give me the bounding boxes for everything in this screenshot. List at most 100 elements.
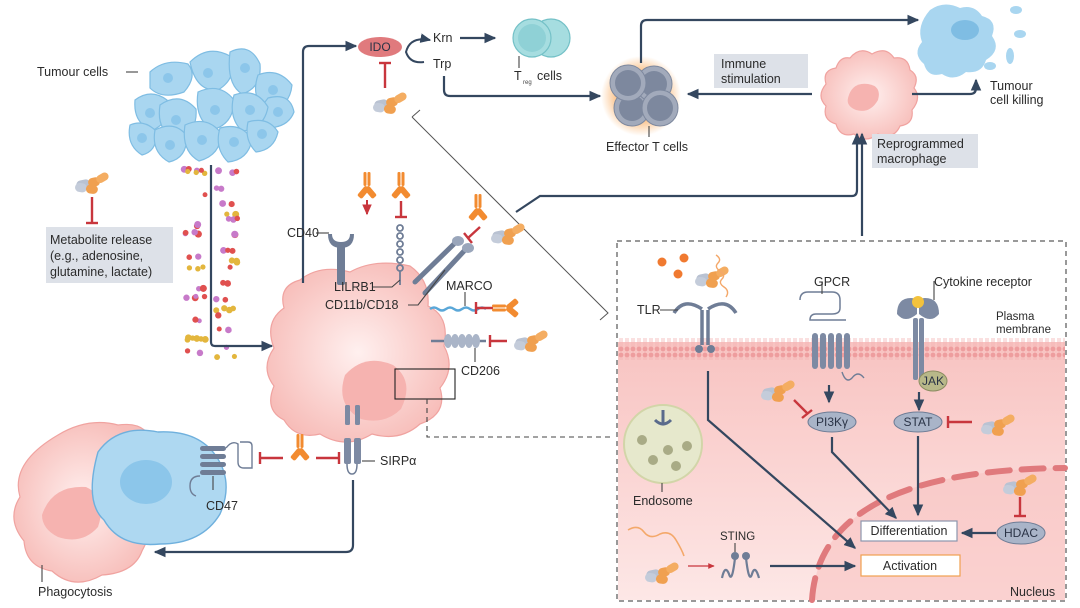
immune-stimulation-line1: Immune	[721, 57, 766, 71]
reprogrammed-macrophage-line2: macrophage	[877, 152, 947, 166]
metabolite-dot	[225, 216, 232, 222]
tumour-killing-line2: cell killing	[990, 93, 1044, 107]
metabolite-release-box	[46, 227, 173, 283]
metabolite-dot	[230, 305, 236, 312]
reprogrammed-macrophage-box	[872, 134, 978, 168]
metabolite-dot	[219, 200, 227, 207]
metabolite-dot	[185, 169, 191, 175]
metabolite-dot	[224, 211, 230, 217]
drug-capsule-icon	[490, 222, 527, 246]
lilrb1-label: LILRB1	[334, 280, 376, 294]
cytokine-receptor	[897, 298, 939, 380]
metabolite-dot	[224, 280, 232, 287]
jak-node	[918, 370, 948, 392]
zoom-inset-box	[394, 368, 456, 400]
immune-stimulation-box	[714, 54, 808, 88]
cd47-receptor	[200, 446, 226, 475]
immune-stimulation-line2: stimulation	[721, 72, 781, 86]
krn-label: Krn	[433, 31, 453, 45]
antibody-icon	[492, 297, 520, 319]
activation-label: Activation	[883, 559, 937, 573]
antibody-icon	[356, 172, 378, 200]
dying-tumour-cell	[917, 4, 1026, 78]
metabolite-dot	[193, 169, 199, 176]
hdac-node	[996, 521, 1046, 545]
sirpa-loop	[346, 463, 358, 475]
drug-capsule-icon	[694, 265, 731, 289]
macrophage-to-killing-arrow	[912, 78, 982, 96]
tumour-cells-label: Tumour cells	[37, 65, 108, 79]
metabolite-dot	[198, 167, 204, 173]
pi3kg-node	[807, 411, 857, 433]
drug-capsule-icon	[513, 329, 550, 353]
cytokine-ligand-icon	[912, 296, 924, 308]
metabolite-dot	[220, 279, 226, 286]
metabolite-dot	[193, 293, 199, 299]
metabolite-dot	[231, 230, 239, 238]
dna-strand-icon	[627, 526, 685, 557]
zoom-inset-connector	[426, 399, 612, 438]
treg-t-label: T	[514, 69, 522, 83]
endosome-vesicles	[637, 435, 692, 471]
metabolite-dot	[195, 253, 202, 260]
metabolite-flow-arrow	[209, 165, 274, 352]
gpcr-loop	[799, 291, 846, 321]
metabolite-dot	[192, 316, 199, 323]
metabolite-dots	[180, 165, 241, 360]
metabolite-dot	[221, 305, 228, 312]
sting-receptor	[720, 552, 761, 579]
cd11b-cd18-leader	[408, 269, 446, 306]
jak-label: JAK	[922, 374, 944, 388]
sirpa-label: SIRPα	[380, 454, 416, 468]
zoom-wedge-tip	[411, 109, 421, 118]
stat-node	[893, 411, 943, 433]
tlr-tir-domain	[707, 345, 715, 353]
plasma-membrane-line2: membrane	[996, 324, 1051, 336]
metabolite-dot	[193, 335, 201, 342]
zoom-wedge-line	[411, 116, 609, 321]
inhibition-line	[467, 226, 481, 239]
metabolite-dot	[216, 326, 222, 332]
sting-label: STING	[720, 531, 755, 543]
metabolite-dot	[213, 185, 220, 191]
effector-to-killing-arrow	[639, 14, 920, 63]
tlr-to-activation-arrow	[706, 371, 856, 549]
macrophage-to-ido-arrow	[301, 40, 358, 283]
metabolite-dot	[182, 229, 189, 236]
tlr-tir-domain	[695, 345, 703, 353]
metabolite-dot	[183, 294, 190, 301]
cd11b-cd18-label: CD11b/CD18	[325, 298, 398, 312]
metabolite-dot	[200, 264, 206, 270]
effector-t-label: Effector T cells	[606, 140, 688, 154]
gpcr-label: GPCR	[814, 275, 850, 289]
cd206-receptor	[444, 334, 480, 348]
metabolite-dot	[218, 185, 225, 192]
pi3k-to-differentiation-arrow	[830, 437, 897, 519]
lilrb1-leader	[372, 279, 401, 288]
metabolite-release-line3: glutamine, lactate)	[50, 265, 152, 279]
marco-label: MARCO	[446, 279, 493, 293]
metabolite-dot	[228, 201, 235, 208]
endosome-label: Endosome	[633, 494, 693, 508]
metabolite-dot	[195, 266, 201, 272]
tlr-receptor	[672, 302, 738, 345]
cd47-tail	[189, 475, 201, 497]
stat-label: STAT	[904, 415, 934, 429]
phagocytic-macrophage-nucleus	[42, 486, 102, 540]
metabolite-dot	[213, 295, 220, 303]
endosome	[623, 404, 703, 484]
marco-receptor	[429, 306, 487, 312]
phagocytosis-arrow	[153, 480, 355, 558]
metabolite-dot	[186, 254, 193, 260]
reprogrammed-macrophage-line1: Reprogrammed	[877, 137, 964, 151]
sirpa-receptor	[344, 405, 361, 464]
metabolite-dot	[231, 353, 238, 359]
trp-to-effector-arrow	[442, 76, 602, 102]
ido-node	[358, 37, 402, 57]
endosomal-tlr	[653, 410, 673, 426]
lilrb1-receptor	[396, 224, 404, 285]
metabolite-dot	[201, 335, 209, 343]
metabolite-dot	[201, 293, 208, 300]
metabolite-dot	[229, 247, 236, 254]
